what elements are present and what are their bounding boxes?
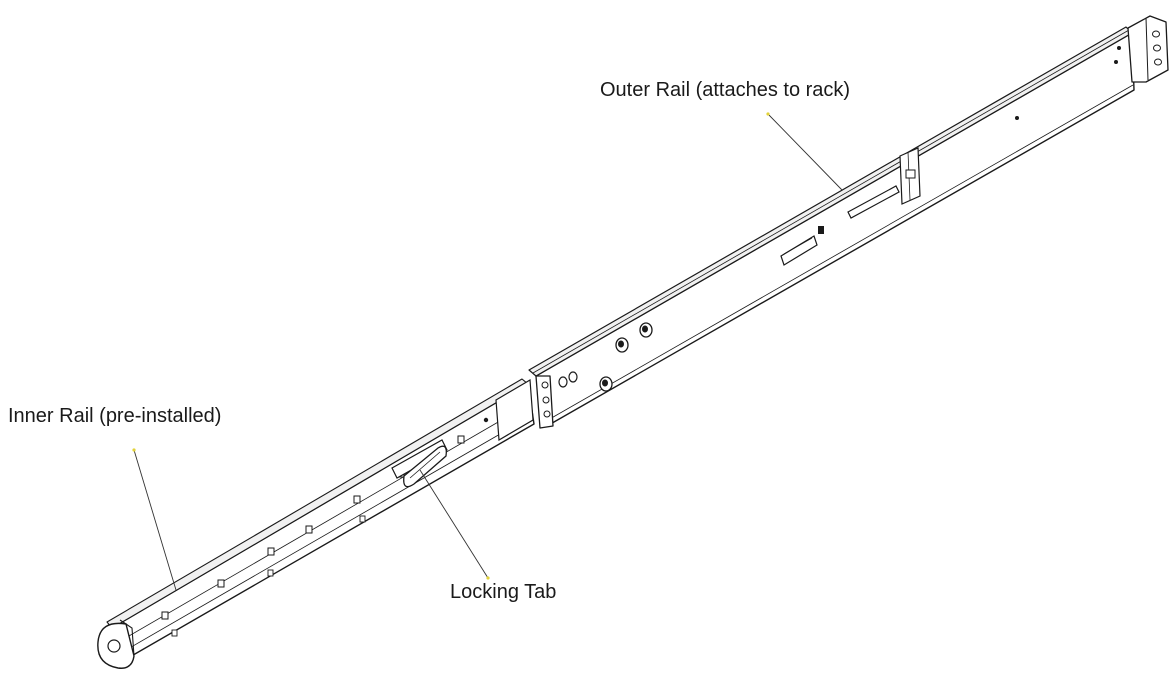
locking-tab-lever-edge [409,451,441,479]
inner-rail-lower-tab-3 [359,515,366,523]
front-bracket-hole-2 [542,396,550,404]
inner-rail-top-flange [106,378,529,629]
outer-rail-label: Outer Rail (attaches to rack) [600,79,851,101]
inner-rail-tab-2 [217,579,225,588]
inner-rail-leader-dot [132,448,136,452]
outer-rail-slot-1 [847,185,900,219]
outer-rail-rear-rivet-2 [1117,46,1121,50]
inner-rail-label: Inner Rail (pre-installed) [8,405,222,427]
locking-tab-lever [403,445,447,488]
outer-rail-bottom-lip [547,84,1134,421]
outer-rail-slot-2-inner [783,237,813,255]
outer-rail-slot-2 [780,235,818,266]
outer-rail-joint-clip [905,169,916,179]
inner-rail-leader [133,449,177,591]
inner-rail-rivet [483,417,489,423]
outer-rail-hole-boss-3 [602,379,608,387]
inner-rail-channel-top [121,402,532,641]
front-bracket-hole-1 [541,381,549,389]
front-bracket-hole-3 [543,410,551,418]
inner-rail-lower-tab-1 [171,629,178,637]
locking-tab-leader-dot [486,576,490,580]
outer-rail-rear-rivet-1 [1114,60,1118,64]
inner-rail [97,378,535,669]
front-bracket-pin-2 [568,371,578,383]
locking-tab-slot [391,439,448,479]
inner-rail-tab-3 [267,547,275,556]
locking-tab-leader [419,469,489,579]
front-bracket-pin-1 [558,376,568,388]
outer-rail [528,15,1169,429]
inner-rail-lower-tab-2 [267,569,274,577]
rear-bracket-hole-2 [1153,44,1161,52]
inner-rail-tab-1 [161,611,169,620]
locking-tab-label: Locking Tab [450,581,557,603]
rear-bracket-hole-1 [1152,30,1160,38]
rear-bracket-hole-3 [1154,58,1162,66]
inner-rail-tab-7 [457,435,465,444]
inner-rail-channel-bottom [125,414,534,651]
inner-rail-tab-5 [353,495,361,504]
inner-rail-tab-4 [305,525,313,534]
outer-rail-leader [767,113,843,191]
outer-rail-hole-boss-2 [642,325,648,333]
inner-rail-hook-fold [119,619,135,657]
outer-rail-notch [818,226,824,234]
outer-rail-leader-dot [766,112,770,116]
inner-rail-slider-block [495,378,534,442]
outer-rail-hole-boss-1 [618,340,624,348]
outer-rail-flange-edge [532,29,1130,374]
rear-bracket-fold [1145,17,1149,81]
callout-leaders [132,112,843,591]
inner-rail-hook-hole [107,639,121,653]
outer-rail-rivet-mid [1015,116,1019,120]
